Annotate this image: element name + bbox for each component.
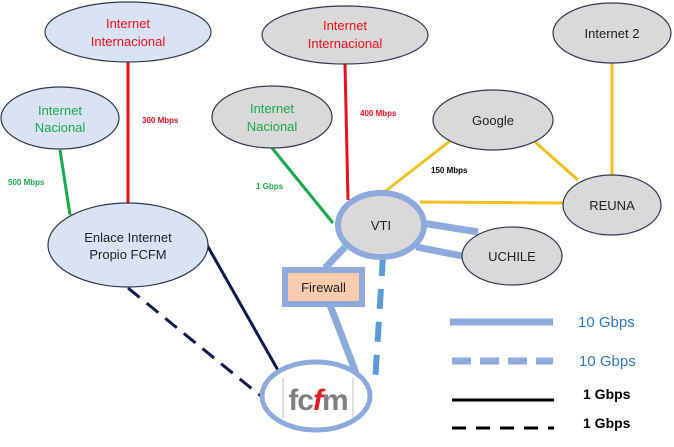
label-300mbps: 300 Mbps (142, 116, 179, 125)
label-500mbps: 500 Mbps (8, 178, 45, 187)
link-firewall-fcfm (326, 303, 360, 375)
legend-label: 10 Gbps (578, 314, 635, 331)
link-enlace-fcfm-solid (205, 244, 281, 373)
link-google-reuna (534, 140, 579, 182)
node-label: Propio FCFM (89, 247, 166, 262)
link-vti-fcfm-dashed (372, 255, 386, 384)
node-label: Internacional (308, 36, 383, 51)
legend-item-1gbps-dashed: 1 Gbps (452, 415, 631, 431)
legend-item-10gbps-dashed: 10 Gbps (452, 353, 636, 370)
node-label: Internet 2 (585, 26, 640, 41)
link-intl-mid-vti (343, 63, 350, 201)
legend-label: 10 Gbps (579, 353, 636, 370)
node-label: Nacional (35, 120, 86, 135)
fcfm-logo-icon: fcfm (288, 384, 347, 417)
node-label: REUNA (589, 198, 635, 213)
node-vti[interactable]: VTI (335, 190, 427, 260)
node-label: Internet (38, 103, 82, 118)
legend-item-10gbps-solid: 10 Gbps (450, 314, 635, 331)
node-internet-internacional-mid[interactable]: Internet Internacional (261, 5, 429, 65)
node-label: Internet (323, 18, 367, 33)
node-label: VTI (371, 218, 391, 233)
legend-label: 1 Gbps (583, 386, 631, 402)
node-google[interactable]: Google (432, 89, 554, 151)
node-enlace-internet-propio-fcfm[interactable]: Enlace Internet Propio FCFM (47, 202, 209, 288)
node-internet-nacional-mid[interactable]: Internet Nacional (211, 85, 333, 149)
node-label: Internet (106, 16, 150, 31)
node-label: Internacional (91, 34, 166, 49)
fcfm-logo-m: m (322, 384, 348, 417)
link-nac-mid-vti (270, 147, 335, 224)
node-reuna[interactable]: REUNA (562, 174, 662, 236)
fcfm-logo-fc: fc (288, 384, 313, 417)
node-uchile[interactable]: UCHILE (461, 226, 563, 286)
node-internet-2[interactable]: Internet 2 (552, 2, 672, 64)
legend: 10 Gbps 10 Gbps 1 Gbps 1 Gbps (450, 314, 636, 431)
link-google-vti (382, 139, 451, 195)
link-vti-reuna (419, 200, 564, 205)
label-150mbps: 150 Mbps (431, 166, 468, 175)
node-internet-nacional-left[interactable]: Internet Nacional (0, 86, 120, 150)
link-enlace-fcfm-dashed (127, 286, 263, 399)
link-vti-uchile-a (421, 219, 479, 236)
link-vti-uchile-b (415, 243, 469, 261)
node-label: Firewall (301, 280, 346, 295)
label-1gbps-green: 1 Gbps (256, 182, 284, 191)
node-label: Internet (250, 101, 294, 116)
legend-label: 1 Gbps (583, 415, 631, 431)
link-vti-firewall (322, 244, 348, 271)
node-label: Nacional (247, 119, 298, 134)
legend-item-1gbps-solid: 1 Gbps (452, 386, 631, 402)
label-400mbps: 400 Mbps (360, 109, 397, 118)
link-nac-left-enlace (58, 149, 72, 216)
node-label: UCHILE (488, 249, 536, 264)
node-label: Google (472, 113, 514, 128)
node-internet-internacional-left[interactable]: Internet Internacional (44, 1, 212, 63)
node-firewall[interactable]: Firewall (282, 267, 365, 307)
node-label: Enlace Internet (84, 230, 172, 245)
node-fcfm[interactable]: fcfm (259, 359, 373, 433)
